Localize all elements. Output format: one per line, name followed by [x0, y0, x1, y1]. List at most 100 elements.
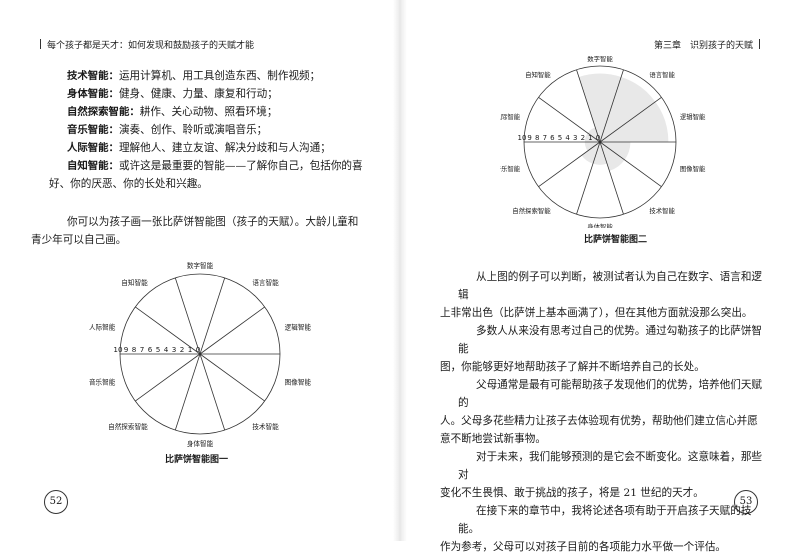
scale-label: 1: [588, 134, 592, 142]
scale-label: 8: [535, 134, 539, 142]
category-label: 数字智能: [587, 56, 613, 63]
pizza-spoke: [199, 353, 226, 431]
list-item: 音乐智能：演奏、创作、聆听或演唱音乐；: [67, 121, 367, 139]
paragraph-line: 作为参考，父母可以对孩子目前的各项能力水平做一个评估。: [440, 541, 727, 553]
pizza-spoke: [199, 353, 265, 402]
list-item-label: 人际智能：: [67, 142, 119, 154]
scale-label: 7: [543, 134, 547, 142]
scale-label: 0: [596, 134, 600, 142]
category-label: 技术智能: [649, 206, 675, 215]
category-label: 自然探索智能: [108, 422, 148, 431]
paragraph: 从上图的例子可以判断，被测试者认为自己在数字、语言和逻辑上非常出色（比萨饼上基本…: [440, 268, 764, 322]
paragraph: 对于未来，我们能够预测的是它会不断变化。这意味着，那些对变化不生畏惧、敢于挑战的…: [440, 448, 764, 502]
list-item: 人际智能：理解他人、建立友谊、解决分歧和与人沟通；: [67, 139, 367, 157]
right-body-text: 从上图的例子可以判断，被测试者认为自己在数字、语言和逻辑上非常出色（比萨饼上基本…: [440, 268, 764, 556]
list-item: 自知智能：或许这是最重要的智能——了解你自己，包括你的喜: [67, 157, 367, 175]
running-head: 第三章 识别孩子的天赋: [654, 38, 766, 51]
list-item-label: 自然探索智能：: [67, 106, 140, 118]
list-item-text: 健身、健康、力量、康复和行动；: [118, 88, 278, 100]
category-label: 音乐智能: [89, 378, 116, 387]
pizza-spoke: [135, 306, 201, 355]
list-item-text: 理解他人、建立友谊、解决分歧和与人沟通；: [118, 142, 331, 154]
pizza-spoke: [135, 353, 201, 402]
scale-label: 9: [527, 134, 531, 142]
scale-label: 5: [558, 134, 562, 142]
filled-wedge: [578, 73, 622, 142]
scale-label: 4: [164, 345, 169, 354]
pizza-spoke: [599, 69, 624, 143]
scale-label: 6: [550, 134, 555, 142]
list-item-label: 自知智能：: [67, 160, 119, 172]
category-label: 语言智能: [252, 278, 279, 287]
category-label: 自然探索智能: [512, 206, 551, 215]
pizza-chart-one: 数字智能语言智能逻辑智能图像智能技术智能身体智能自然探索智能音乐智能人际智能自知…: [70, 261, 330, 448]
list-item-continuation: 好、你的厌恶、你的长处和兴趣。: [49, 178, 208, 190]
category-label: 身体智能: [587, 222, 613, 228]
scale-label: 7: [140, 345, 145, 354]
scale-label: 3: [172, 345, 177, 354]
filled-wedge: [600, 142, 631, 160]
list-item: 技术智能：运用计算机、用工具创造东西、制作视频；: [67, 67, 367, 85]
pizza-spoke: [174, 353, 201, 431]
page-number: 53: [734, 490, 758, 514]
right-page: 第三章 识别孩子的天赋 53: [400, 0, 800, 541]
running-head-text: 每个孩子都是天才：如何发现和鼓励孩子的天赋才能: [47, 41, 255, 51]
scale-label: 3: [573, 134, 577, 142]
paragraph-line: 意不断地尝试新事物。: [440, 433, 546, 445]
paragraph: 父母通常是最有可能帮助孩子发现他们的优势，培养他们天赋的人。父母多花些精力让孩子…: [440, 376, 764, 448]
pizza-spoke: [576, 141, 601, 215]
chart-caption: 比萨饼智能图二: [584, 235, 648, 245]
list-item-label: 技术智能：: [67, 70, 119, 82]
filled-wedge: [581, 142, 600, 164]
pizza-chart-svg: 数字智能语言智能逻辑智能图像智能技术智能身体智能自然探索智能音乐智能人际智能自知…: [89, 261, 312, 448]
intelligence-list: 技术智能：运用计算机、用工具创造东西、制作视频； 身体智能：健身、健康、力量、康…: [49, 67, 367, 193]
paragraph-line: 多数人从来没有思考过自己的优势。通过勾勒孩子的比萨饼智能: [458, 325, 763, 355]
filled-wedge: [592, 142, 608, 165]
category-label: 自知智能: [121, 278, 148, 287]
scale-label: 1: [188, 345, 193, 354]
category-label: 逻辑智能: [285, 322, 312, 331]
scale-label: 10: [113, 345, 123, 354]
list-item: 自然探索智能：耕作、关心动物、照看环境；: [67, 103, 367, 121]
paragraph-line: 在接下来的章节中，我将论述各项有助于开启孩子天赋的技能。: [458, 505, 752, 535]
scale-label: 0: [196, 345, 201, 354]
category-label: 数字智能: [187, 262, 214, 270]
scale-label: 10: [518, 134, 527, 142]
paragraph-line: 父母通常是最有可能帮助孩子发现他们的优势，培养他们天赋的: [458, 379, 763, 409]
paragraph-line: 青少年可以自己画。: [31, 234, 127, 246]
pizza-spoke: [599, 97, 662, 143]
chart-caption: 比萨饼智能图一: [165, 455, 229, 465]
scale-label: 8: [132, 345, 137, 354]
paragraph-line: 人。父母多花些精力让孩子去体验现有优势，帮助他们建立信心并愿: [440, 415, 758, 427]
pizza-spoke: [538, 97, 601, 143]
category-label: 自知智能: [525, 70, 551, 79]
scale-label: 2: [180, 345, 185, 354]
filled-wedge: [587, 127, 600, 142]
pizza-chart-svg: 数字智能语言智能逻辑智能图像智能技术智能身体智能自然探索智能音乐智能人际智能自知…: [495, 54, 707, 231]
list-item: 身体智能：健身、健康、力量、康复和行动；: [67, 85, 367, 103]
list-item-label: 身体智能：: [67, 88, 119, 100]
pizza-spoke: [599, 141, 624, 215]
pizza-spoke: [199, 277, 226, 355]
category-label: 身体智能: [187, 439, 214, 447]
filled-wedge: [600, 142, 625, 171]
category-label: 图像智能: [285, 378, 312, 387]
paragraph-line: 从上图的例子可以判断，被测试者认为自己在数字、语言和逻辑: [458, 271, 763, 301]
paragraph: 在接下来的章节中，我将论述各项有助于开启孩子天赋的技能。作为参考，父母可以对孩子…: [440, 502, 764, 556]
paragraph-line: 对于未来，我们能够预测的是它会不断变化。这意味着，那些对: [458, 451, 763, 481]
pizza-spoke: [174, 277, 201, 355]
category-label: 音乐智能: [500, 164, 521, 173]
category-label: 人际智能: [500, 112, 521, 121]
category-label: 图像智能: [680, 164, 706, 173]
paragraph-line: 你可以为孩子画一张比萨饼智能图（孩子的天赋）。大龄儿童和: [67, 216, 359, 228]
pizza-spoke: [576, 69, 601, 143]
running-head: 每个孩子都是天才：如何发现和鼓励孩子的天赋才能: [34, 38, 254, 51]
head-rule: [759, 39, 760, 49]
scale-label: 4: [565, 134, 570, 142]
list-item-text: 或许这是最重要的智能——了解你自己，包括你的喜: [118, 160, 363, 172]
category-label: 技术智能: [252, 422, 279, 431]
paragraph-line: 上非常出色（比萨饼上基本画满了），但在其他方面就没那么突出。: [440, 307, 753, 319]
scale-label: 2: [581, 134, 585, 142]
pizza-spoke: [199, 306, 265, 355]
filled-wedge: [600, 101, 669, 142]
